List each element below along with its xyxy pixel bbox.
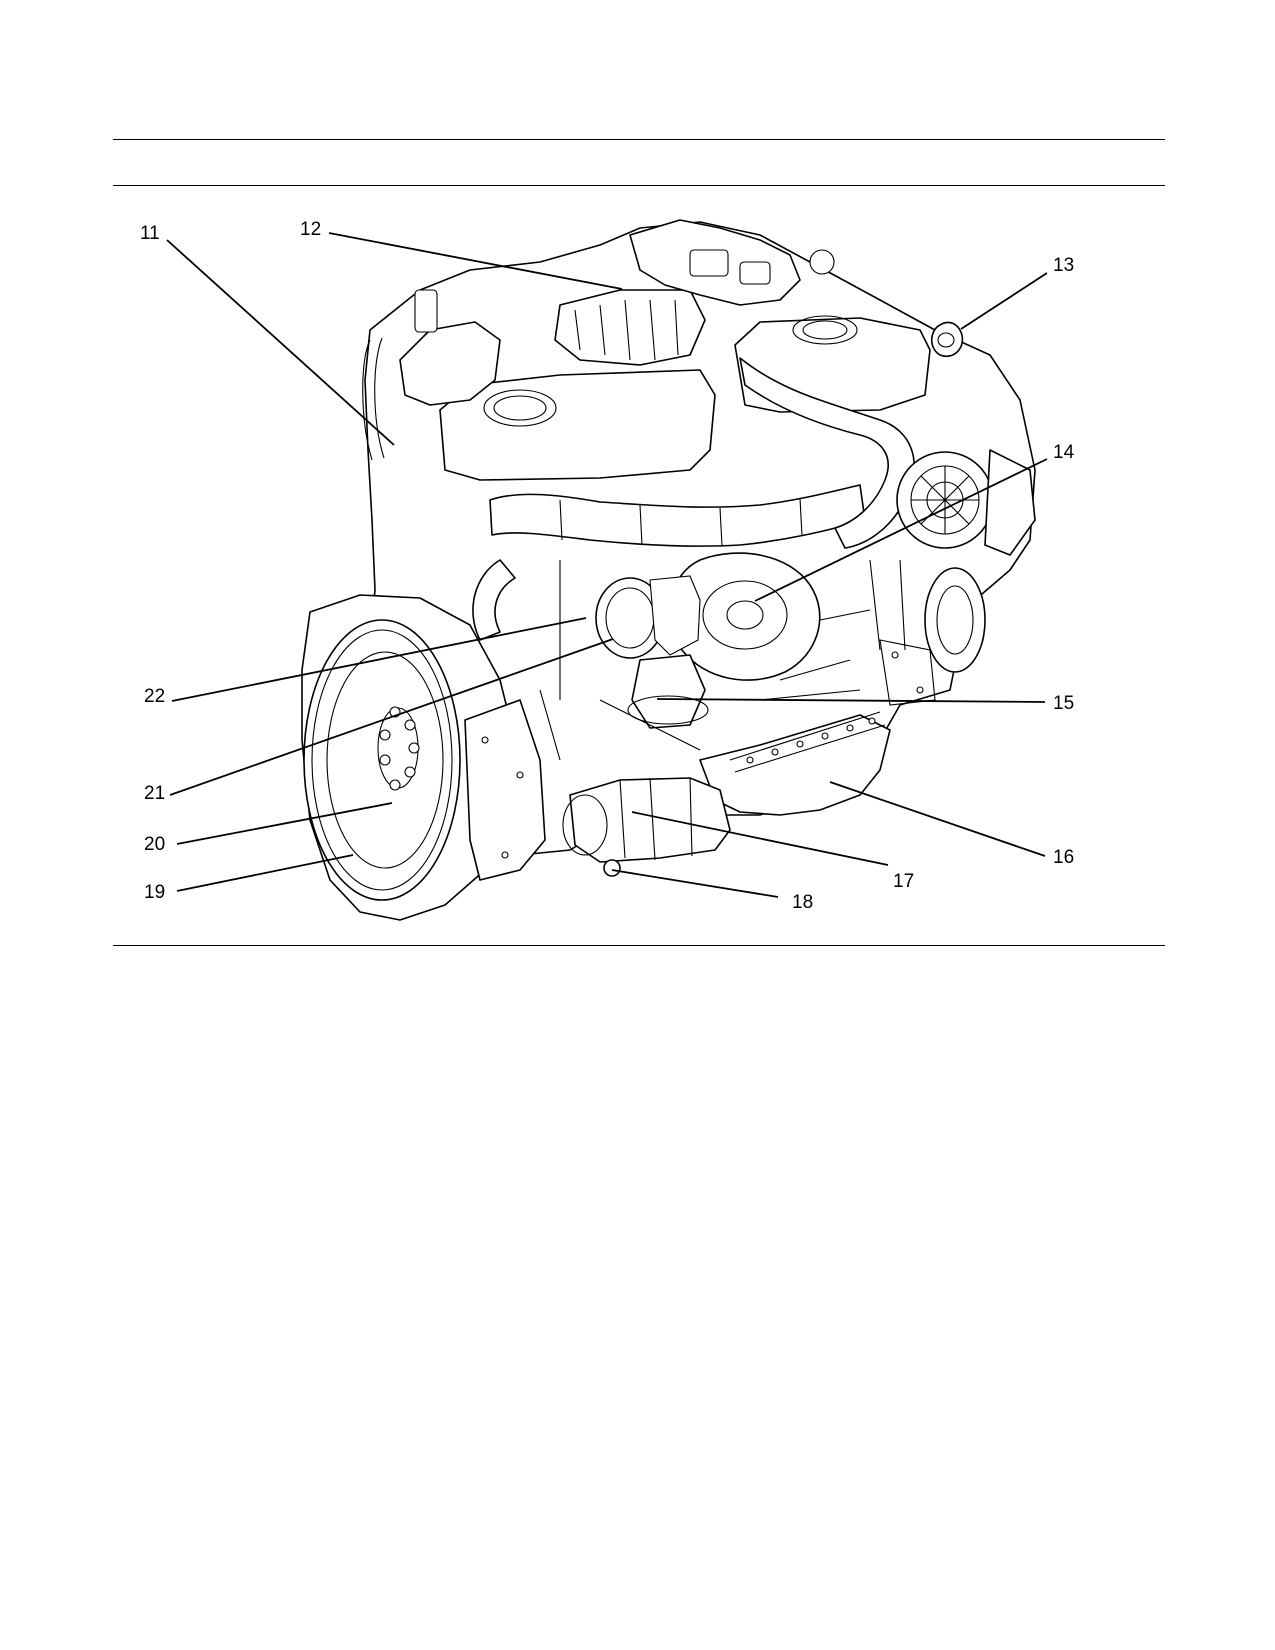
callouts: 11 12 13 14 15 16 17 18 19 20 21 22 xyxy=(140,219,1075,913)
callout-12: 12 xyxy=(300,219,321,240)
header-rule-top xyxy=(113,139,1165,140)
fuel-pump-assembly xyxy=(399,321,501,406)
callout-20: 20 xyxy=(144,834,165,855)
leader-15 xyxy=(656,698,1046,703)
intake-manifold xyxy=(554,289,706,366)
leader-18 xyxy=(611,869,779,898)
oil-pan-flange xyxy=(729,711,886,773)
turbo-bracket xyxy=(649,575,701,656)
filler-cap xyxy=(809,249,835,275)
engine-drawing xyxy=(301,219,1036,921)
leader-17 xyxy=(631,811,889,866)
callout-22: 22 xyxy=(144,686,165,707)
leader-12 xyxy=(328,232,623,290)
oil-cap-right xyxy=(792,315,858,345)
wastegate-actuator xyxy=(631,654,706,729)
callout-19: 19 xyxy=(144,882,165,903)
callout-18: 18 xyxy=(792,892,813,913)
crank-pulley xyxy=(924,567,986,673)
oil-pan xyxy=(699,714,891,816)
leader-lines xyxy=(166,232,1048,898)
oil-cap-left xyxy=(483,389,557,427)
callout-14: 14 xyxy=(1053,442,1075,463)
callout-21: 21 xyxy=(144,783,165,804)
leader-21 xyxy=(169,638,614,796)
coolant-hose xyxy=(739,357,915,549)
housing-side-plate xyxy=(464,699,546,881)
leader-20 xyxy=(176,802,393,845)
leader-16 xyxy=(829,781,1046,857)
leader-22 xyxy=(171,617,587,702)
leader-11 xyxy=(166,239,395,446)
starter-terminal xyxy=(603,859,621,877)
flywheel-bolts xyxy=(379,706,420,791)
leader-14 xyxy=(754,458,1048,602)
figure-rule-bottom xyxy=(113,945,1165,946)
intake-hose xyxy=(472,559,516,641)
callout-11: 11 xyxy=(140,223,160,244)
leader-19 xyxy=(176,854,354,892)
starter-motor xyxy=(569,777,731,863)
leader-13 xyxy=(960,272,1048,330)
callout-15: 15 xyxy=(1053,693,1074,714)
callout-17: 17 xyxy=(893,871,914,892)
callout-13: 13 xyxy=(1053,255,1074,276)
header-rule-bottom xyxy=(113,185,1165,186)
flywheel-face xyxy=(326,651,444,869)
callout-16: 16 xyxy=(1053,847,1074,868)
